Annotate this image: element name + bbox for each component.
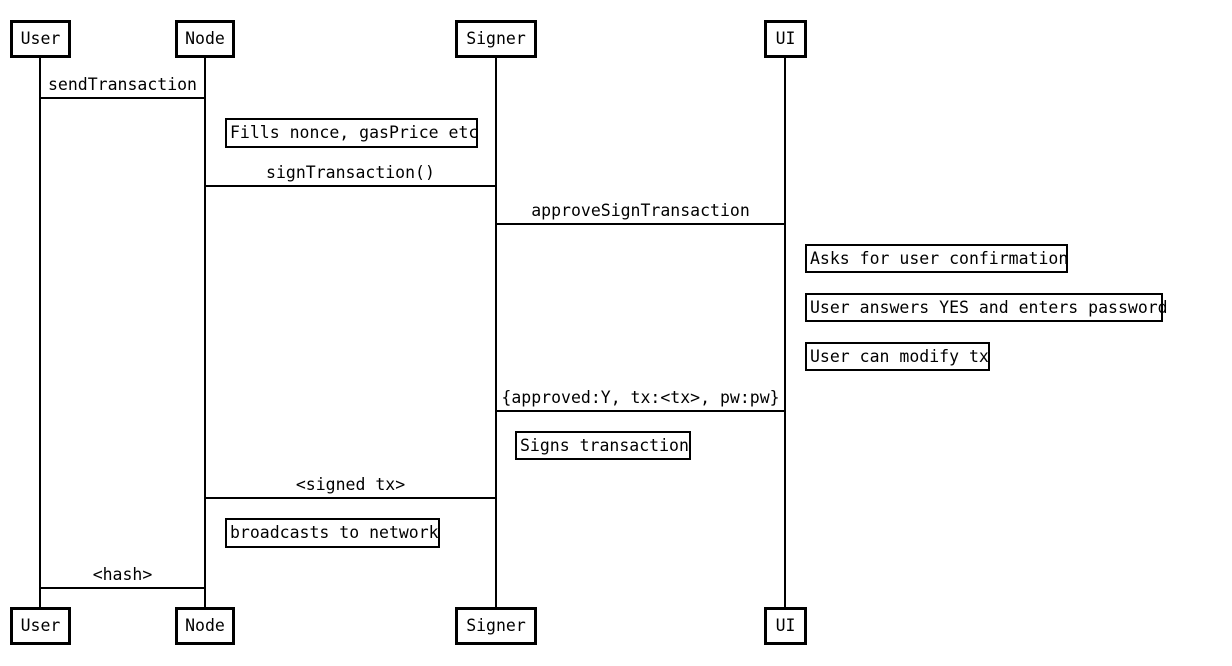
message-line-1	[205, 185, 496, 187]
message-line-2	[496, 223, 785, 225]
note-box-5: broadcasts to network	[225, 518, 440, 548]
actor-box-node-top: Node	[175, 20, 235, 58]
note-box-2: User answers YES and enters password	[805, 293, 1168, 322]
message-label-1: signTransaction()	[266, 163, 435, 182]
actor-box-ui-top: UI	[764, 20, 807, 58]
lifeline-user	[39, 58, 41, 607]
lifeline-signer	[495, 58, 497, 607]
actor-box-signer-top: Signer	[455, 20, 537, 58]
lifeline-node	[204, 58, 206, 607]
note-box-0: Fills nonce, gasPrice etc	[225, 118, 478, 148]
message-label-5: <hash>	[92, 565, 153, 584]
message-line-5	[40, 587, 205, 589]
actor-box-user-top: User	[10, 20, 71, 58]
note-box-4: Signs transaction	[515, 431, 691, 460]
message-line-0	[40, 97, 205, 99]
actor-box-signer-bottom: Signer	[455, 607, 537, 645]
actor-box-user-bottom: User	[10, 607, 71, 645]
message-label-0: sendTransaction	[47, 75, 197, 94]
message-label-2: approveSignTransaction	[531, 201, 750, 220]
actor-box-node-bottom: Node	[175, 607, 235, 645]
message-line-4	[205, 497, 496, 499]
note-box-3: User can modify tx	[805, 342, 990, 371]
message-label-3: {approved:Y, tx:<tx>, pw:pw}	[501, 388, 780, 407]
lifeline-ui	[784, 58, 786, 607]
message-label-4: <signed tx>	[295, 475, 406, 494]
actor-box-ui-bottom: UI	[764, 607, 807, 645]
note-box-1: Asks for user confirmation	[805, 244, 1068, 273]
message-line-3	[496, 410, 785, 412]
